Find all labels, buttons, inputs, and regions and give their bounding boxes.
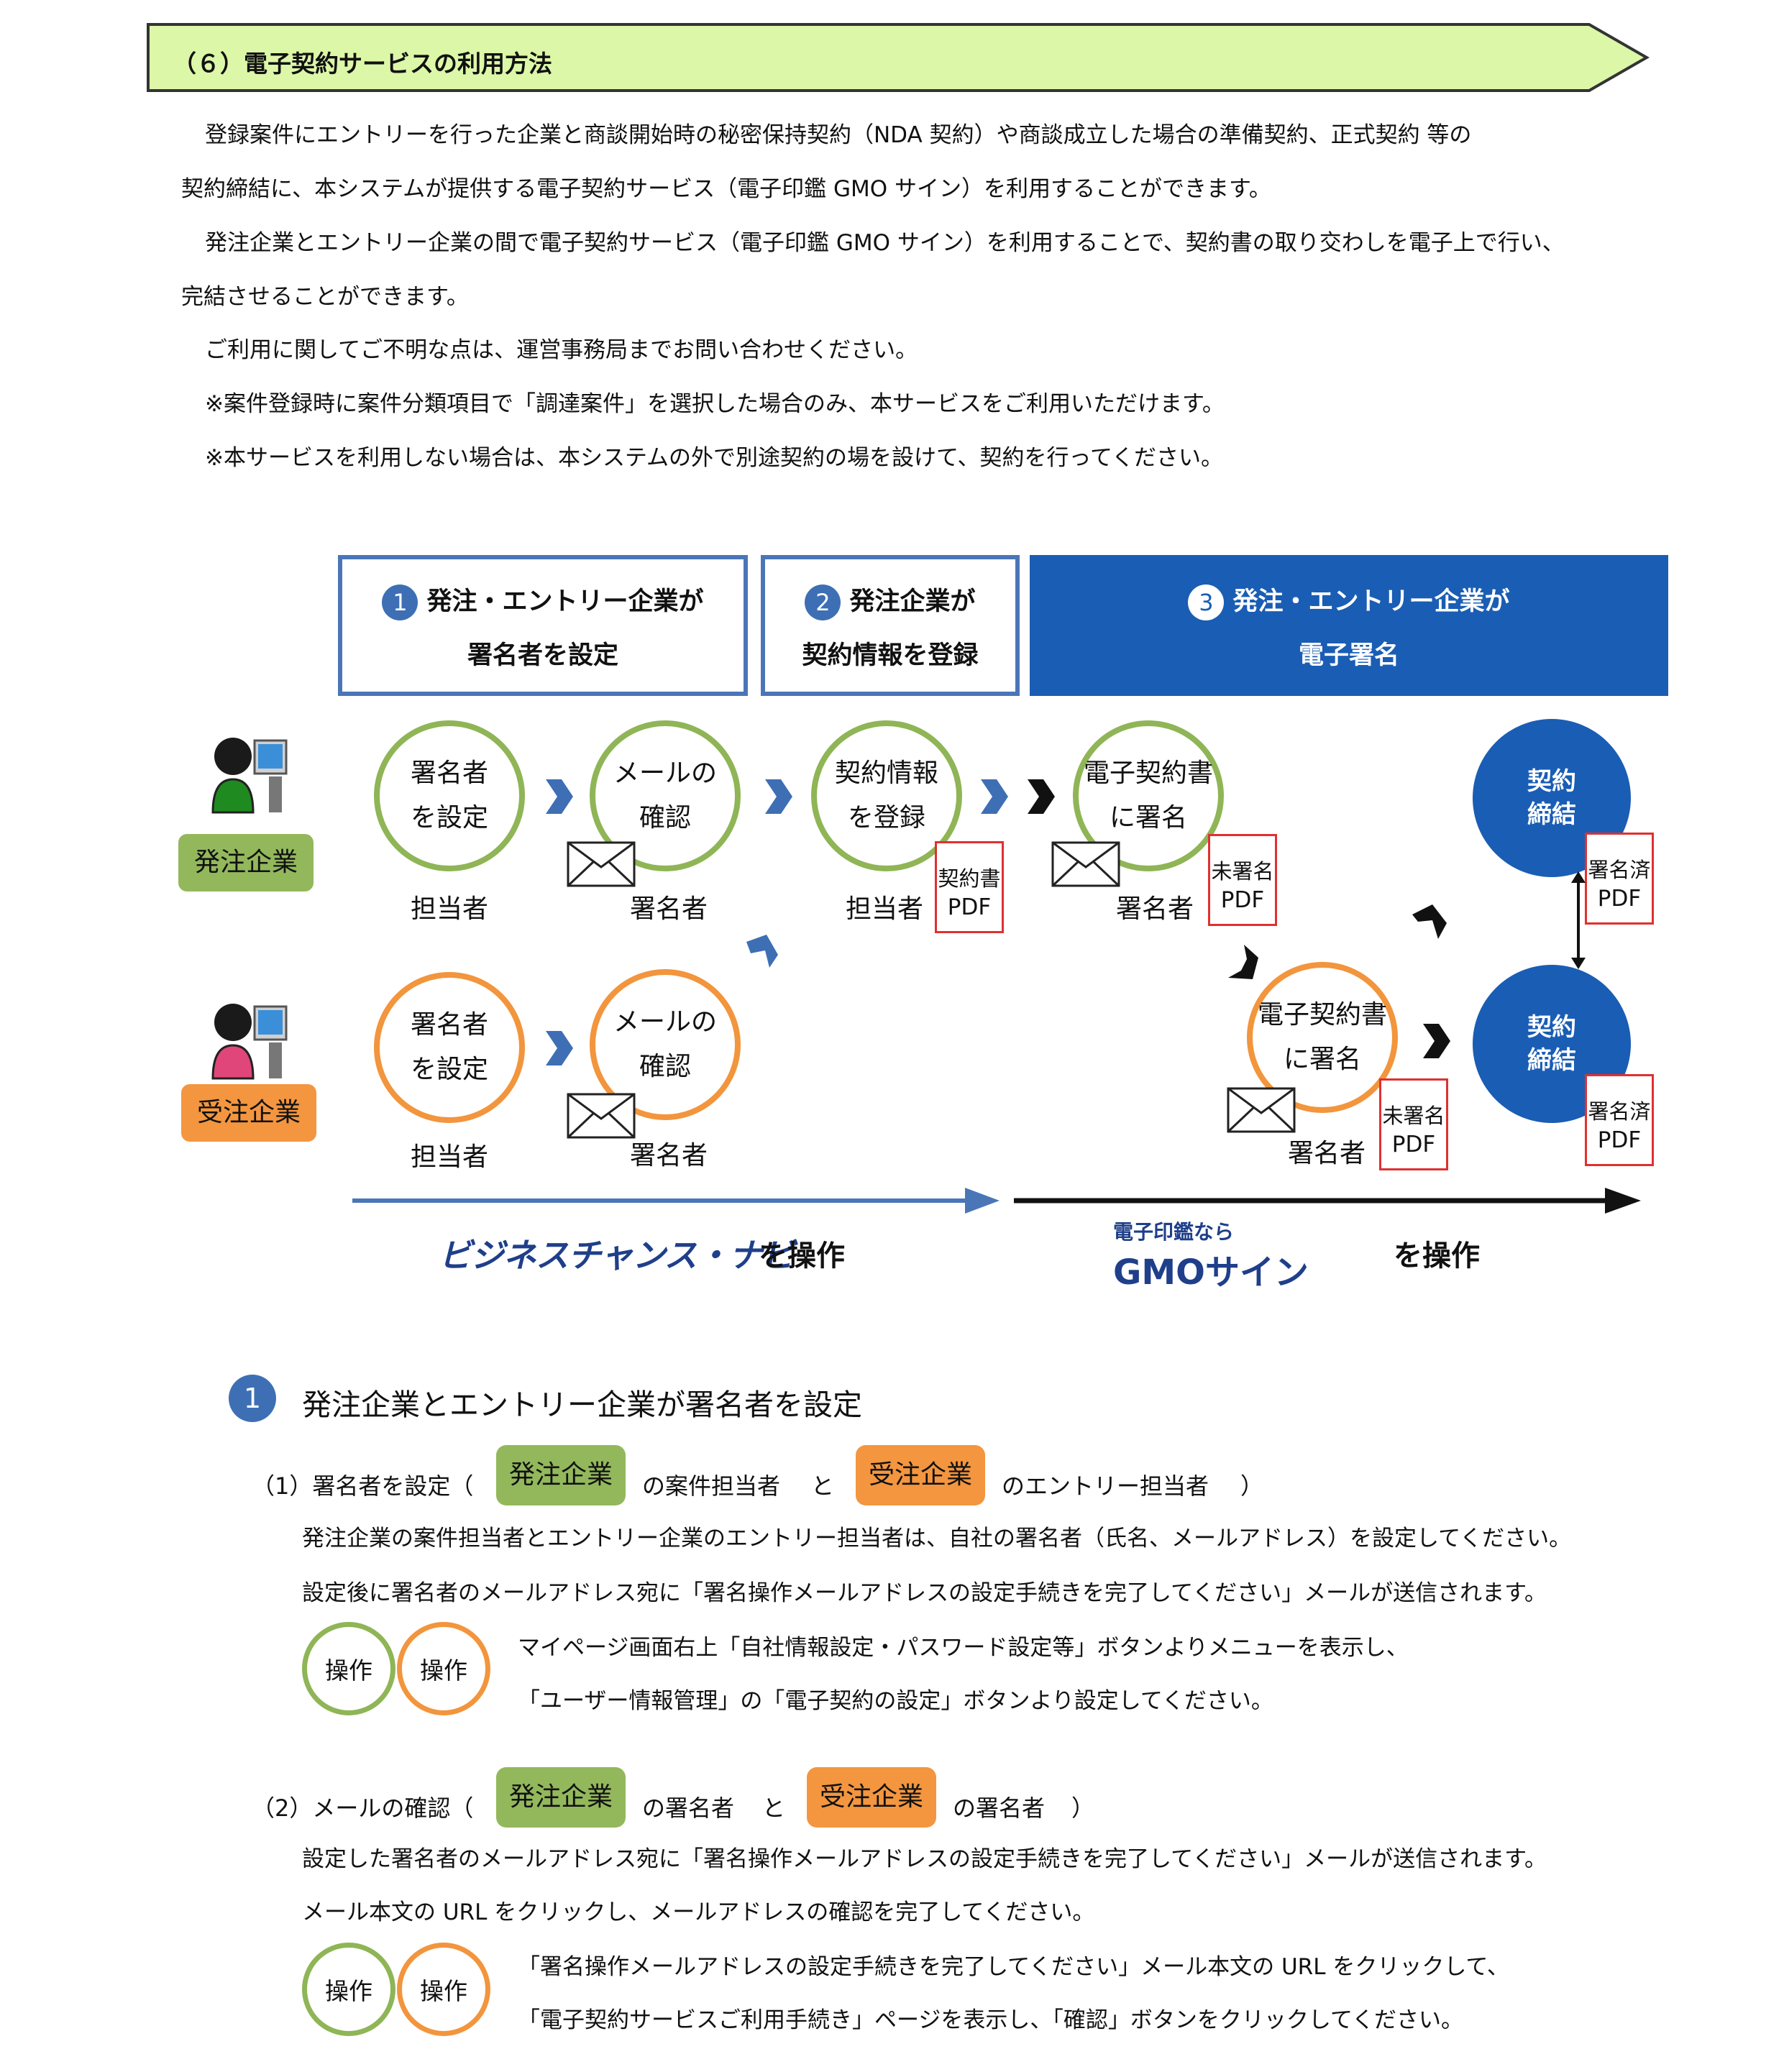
item2-receiver-badge: 受注企業 xyxy=(807,1767,937,1828)
item1-mid1: の案件担当者 xyxy=(642,1472,781,1500)
step-2-line2: 契約情報を登録 xyxy=(802,641,979,670)
op-badge-orange-1: 操作 xyxy=(397,1622,490,1715)
intro-note-2: ※本サービスを利用しない場合は、本システムの外で別途契約の場を設けて、契約を行っ… xyxy=(205,445,1224,471)
gmo-small-text: 電子印鑑なら xyxy=(1113,1220,1235,1244)
item2-orderer-badge: 発注企業 xyxy=(496,1767,626,1828)
gmo-operate-text: を操作 xyxy=(1394,1239,1480,1273)
receiver-person-icon xyxy=(211,1004,288,1080)
item1-receiver-badge: 受注企業 xyxy=(856,1445,986,1505)
label-shomei-2: 署名者 xyxy=(1115,894,1194,924)
step-1-line1: 発注・エントリー企業が xyxy=(426,587,704,616)
label-shomei-1: 署名者 xyxy=(629,894,708,924)
subsection-title: 発注企業とエントリー企業が署名者を設定 xyxy=(302,1388,862,1422)
chevron-right-icon xyxy=(765,779,792,814)
step-3-line1: 発注・エントリー企業が xyxy=(1232,587,1510,616)
chevron-right-icon xyxy=(546,1031,573,1065)
item1-op-line-1: マイページ画面右上「自社情報設定・パスワード設定等」ボタンよりメニューを表示し、 xyxy=(518,1635,1409,1661)
flow-set-signer-receiver: 署名者を設定 xyxy=(374,972,525,1123)
orderer-person-icon xyxy=(211,738,288,814)
bcn-logo: ビジネスチャンス・ナビ xyxy=(439,1236,795,1275)
flow-mail-confirm-orderer: メールの確認 xyxy=(590,720,741,871)
chevron-right-icon xyxy=(1028,779,1055,814)
item1-op-line-2: 「ユーザー情報管理」の「電子契約の設定」ボタンより設定してください。 xyxy=(518,1688,1273,1714)
intro-line-1: 登録案件にエントリーを行った企業と商談開始時の秘密保持契約（NDA 契約）や商談… xyxy=(205,122,1472,148)
step-1-box: 1 発注・エントリー企業が 署名者を設定 xyxy=(338,555,748,696)
intro-line-5: ご利用に関してご不明な点は、運営事務局までお問い合わせください。 xyxy=(205,337,918,363)
item1-orderer-badge: 発注企業 xyxy=(496,1445,626,1505)
item2-mid1: の署名者 xyxy=(642,1794,735,1822)
step-1-number: 1 xyxy=(382,585,418,620)
label-shomei-3: 署名者 xyxy=(629,1141,708,1170)
orderer-badge: 発注企業 xyxy=(178,834,314,891)
gmo-timeline-arrow xyxy=(1014,1188,1641,1214)
step-3-number: 3 xyxy=(1188,585,1225,620)
flow-mail-confirm-receiver: メールの確認 xyxy=(590,969,741,1120)
chevron-up-right-icon xyxy=(1412,904,1447,939)
item2-prefix: （2）メールの確認（ xyxy=(252,1794,474,1822)
flow-sign-receiver: 電子契約書に署名 xyxy=(1247,962,1398,1113)
intro-line-3: 発注企業とエントリー企業の間で電子契約サービス（電子印鑑 GMO サイン）を利用… xyxy=(205,230,1565,256)
flow-set-signer-orderer: 署名者を設定 xyxy=(374,720,525,871)
op-badge-green-1: 操作 xyxy=(302,1622,395,1715)
envelope-icon xyxy=(567,1093,636,1139)
step-2-number: 2 xyxy=(805,585,841,620)
bcn-operate-text: を操作 xyxy=(759,1239,845,1273)
flow-register-contract: 契約情報を登録 xyxy=(811,720,962,871)
label-tanto-3: 担当者 xyxy=(410,1142,488,1172)
chevron-right-icon xyxy=(546,779,573,814)
envelope-icon xyxy=(1051,841,1120,887)
subsection-number: 1 xyxy=(229,1375,276,1422)
envelope-icon xyxy=(1227,1087,1296,1133)
item1-prefix: （1）署名者を設定（ xyxy=(252,1472,474,1500)
step-2-box: 2 発注企業が 契約情報を登録 xyxy=(761,555,1020,696)
item2-line-2: メール本文の URL をクリックし、メールアドレスの確認を完了してください。 xyxy=(302,1899,1095,1925)
item2-mid2: の署名者 xyxy=(953,1794,1046,1822)
item2-op-line-2: 「電子契約サービスご利用手続き」ページを表示し、「確認」ボタンをクリックしてくだ… xyxy=(518,2007,1464,2033)
bcn-timeline-arrow xyxy=(352,1188,1000,1214)
section-title: （６）電子契約サービスの利用方法 xyxy=(173,50,552,78)
gmo-logo: GMOサイン xyxy=(1113,1252,1309,1293)
intro-note-1: ※案件登録時に案件分類項目で「調達案件」を選択した場合のみ、本サービスをご利用い… xyxy=(205,391,1225,417)
item1-line-1: 発注企業の案件担当者とエントリー企業のエントリー担当者は、自社の署名者（氏名、メ… xyxy=(302,1526,1572,1551)
item1-close: ） xyxy=(1240,1472,1264,1500)
chevron-right-icon xyxy=(1423,1024,1450,1058)
chevron-down-right-icon xyxy=(1228,945,1258,979)
intro-line-2: 契約締結に、本システムが提供する電子契約サービス（電子印鑑 GMO サイン）を利… xyxy=(181,176,1271,202)
item2-op-line-1: 「署名操作メールアドレスの設定手続きを完了してください」メール本文の URL を… xyxy=(518,1954,1509,1980)
op-badge-orange-2: 操作 xyxy=(397,1943,490,2036)
step-3-line2: 電子署名 xyxy=(1298,641,1399,670)
double-arrow-icon xyxy=(1571,871,1586,969)
label-tanto-1: 担当者 xyxy=(410,894,488,924)
section-banner xyxy=(147,23,1650,92)
item2-line-1: 設定した署名者のメールアドレス宛に「署名操作メールアドレスの設定手続きを完了して… xyxy=(302,1846,1547,1872)
chevron-right-icon xyxy=(981,779,1008,814)
chevron-up-right-icon xyxy=(746,935,778,968)
intro-line-4: 完結させることができます。 xyxy=(181,284,469,310)
receiver-badge: 受注企業 xyxy=(181,1084,316,1142)
step-2-line1: 発注企業が xyxy=(849,587,976,616)
step-1-line2: 署名者を設定 xyxy=(467,641,618,670)
op-badge-green-2: 操作 xyxy=(302,1943,395,2036)
envelope-icon xyxy=(567,841,636,887)
flow-sign-orderer: 電子契約書に署名 xyxy=(1073,720,1224,871)
item1-line-2: 設定後に署名者のメールアドレス宛に「署名操作メールアドレスの設定手続きを完了して… xyxy=(302,1580,1547,1606)
item1-mid2: のエントリー担当者 xyxy=(1002,1472,1209,1500)
label-tanto-2: 担当者 xyxy=(845,894,923,924)
label-shomei-4: 署名者 xyxy=(1287,1139,1366,1168)
item1-and: と xyxy=(811,1472,835,1500)
item2-close: ） xyxy=(1071,1794,1095,1822)
item2-and: と xyxy=(762,1794,786,1822)
